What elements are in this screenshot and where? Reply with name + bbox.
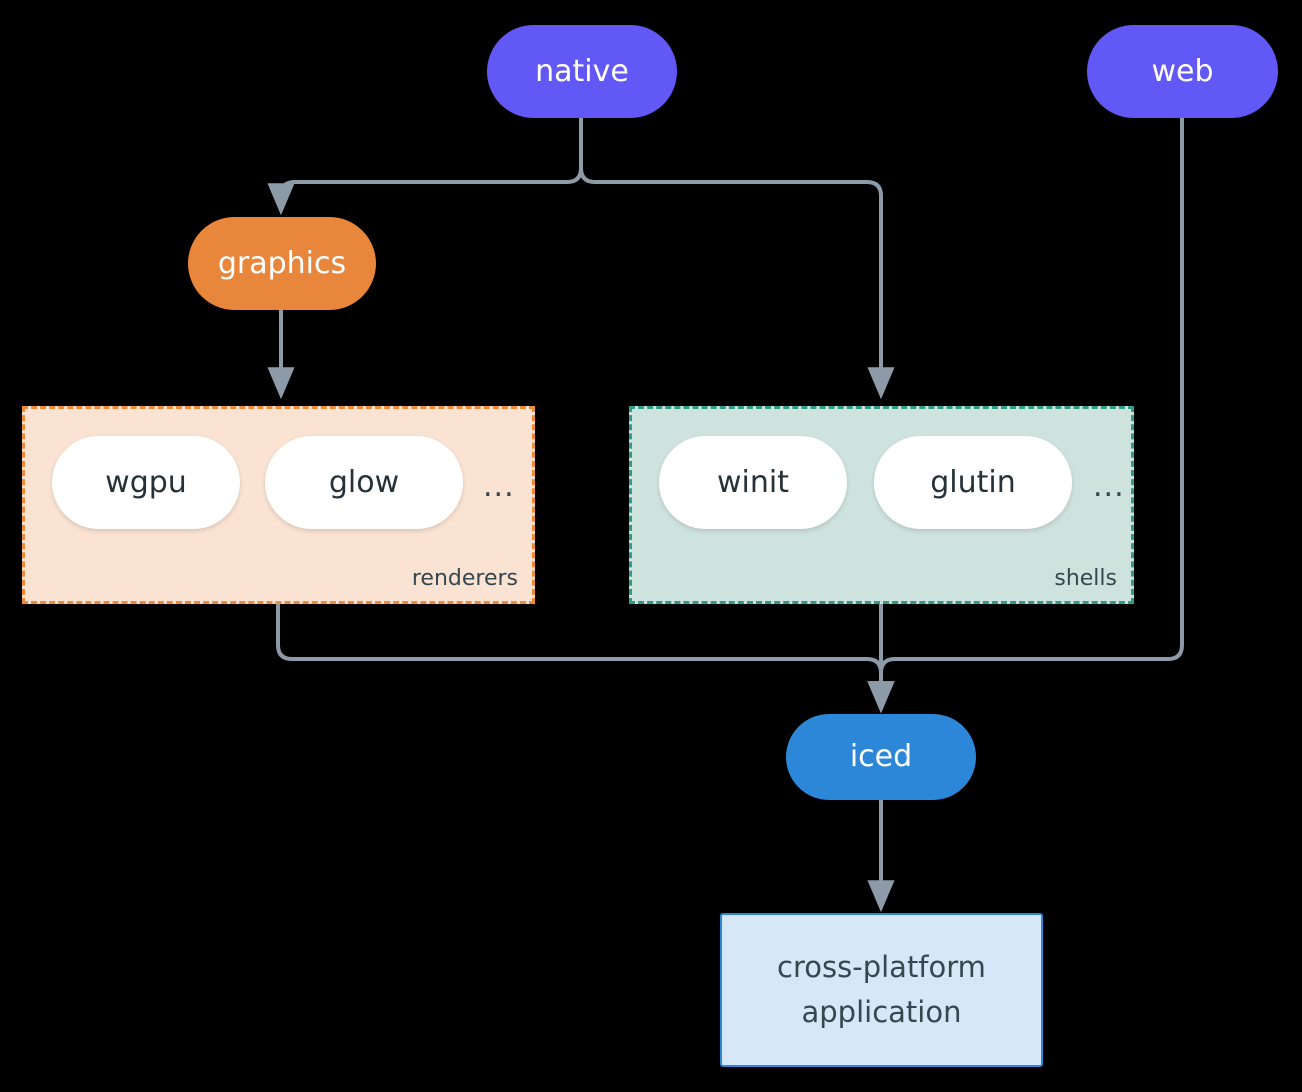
group-shells-label: shells	[1054, 566, 1117, 591]
group-shells: winit glutin ... shells	[629, 406, 1134, 604]
node-cross-platform-application[interactable]: cross-platform application	[720, 913, 1043, 1067]
node-graphics-label: graphics	[217, 245, 347, 281]
leaf-wgpu-label: wgpu	[105, 465, 187, 500]
node-web-label: web	[1151, 53, 1214, 89]
edge-native-graphics	[267, 116, 583, 216]
node-web[interactable]: web	[1087, 25, 1278, 118]
node-native-label: native	[535, 53, 629, 89]
node-iced-label: iced	[849, 739, 913, 775]
node-application-label: cross-platform application	[777, 950, 986, 1029]
group-renderers-label: renderers	[411, 566, 518, 591]
leaf-glow[interactable]: glow	[265, 436, 463, 529]
edge-native-shells	[579, 116, 895, 400]
leaf-winit-label: winit	[717, 465, 789, 500]
node-graphics[interactable]: graphics	[188, 217, 376, 310]
leaf-glutin-label: glutin	[930, 465, 1016, 500]
leaf-glow-label: glow	[328, 465, 400, 500]
node-native[interactable]: native	[487, 25, 677, 118]
renderers-ellipsis: ...	[483, 469, 515, 504]
group-renderers: wgpu glow ... renderers	[22, 406, 535, 604]
node-iced[interactable]: iced	[786, 714, 976, 800]
leaf-winit[interactable]: winit	[659, 436, 847, 529]
edge-renderers-iced	[276, 602, 895, 714]
leaf-wgpu[interactable]: wgpu	[52, 436, 240, 529]
leaf-glutin[interactable]: glutin	[874, 436, 1072, 529]
shells-ellipsis: ...	[1093, 469, 1125, 504]
